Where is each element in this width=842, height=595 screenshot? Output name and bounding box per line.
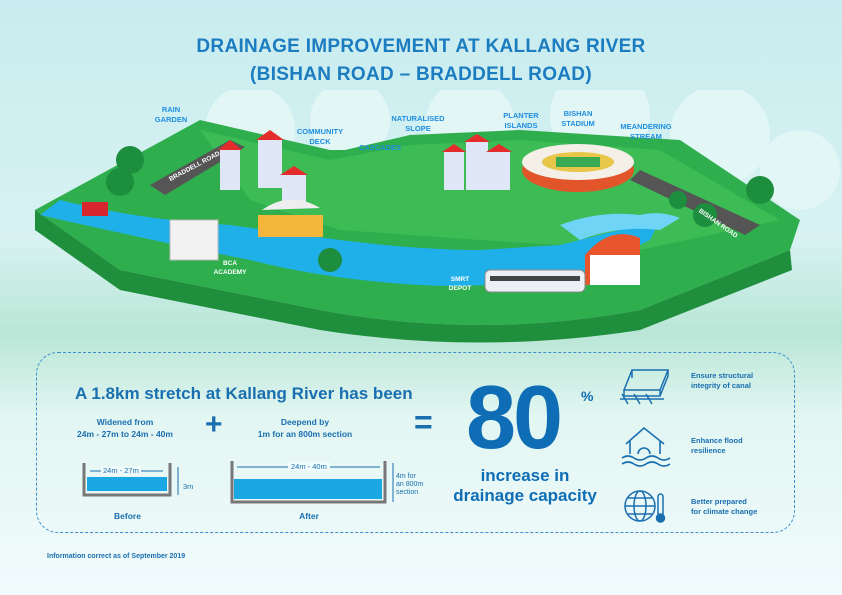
plus-sign: + — [205, 408, 223, 441]
after-label: After — [299, 511, 319, 521]
before-label: Before — [114, 511, 141, 521]
bus — [82, 202, 108, 216]
equals-sign: = — [414, 404, 433, 440]
before-section — [82, 463, 179, 497]
big-percentage: 80 — [466, 368, 563, 468]
trees — [106, 146, 774, 272]
before-width: 24m - 27m — [101, 466, 141, 475]
summary-heading: A 1.8km stretch at Kallang River has bee… — [75, 384, 413, 403]
percent-sign: % — [581, 388, 594, 404]
before-depth: 3m — [183, 482, 194, 491]
page-title: DRAINAGE IMPROVEMENT AT KALLANG RIVER — [196, 36, 646, 57]
after-width: 24m - 40m — [288, 462, 330, 471]
label-cascades: CASCADES — [358, 143, 402, 152]
globe-thermometer-icon — [624, 490, 666, 523]
benefit-icons — [620, 369, 671, 523]
page-subtitle: (BISHAN ROAD – BRADDELL ROAD) — [250, 64, 592, 85]
bishan-road — [630, 170, 760, 235]
train — [484, 269, 586, 293]
summary-panel — [36, 352, 795, 533]
smrt-depot — [585, 234, 640, 285]
canal-structure-icon — [620, 369, 670, 405]
community-deck — [258, 199, 323, 237]
bca-academy-building — [169, 219, 219, 261]
canal-cross-sections — [82, 461, 394, 504]
flood-house-icon — [621, 426, 671, 467]
kallang-river-illustration — [35, 90, 840, 343]
river — [40, 200, 660, 286]
bishan-stadium — [522, 144, 634, 192]
footer-note: Information correct as of September 2019 — [47, 553, 186, 560]
